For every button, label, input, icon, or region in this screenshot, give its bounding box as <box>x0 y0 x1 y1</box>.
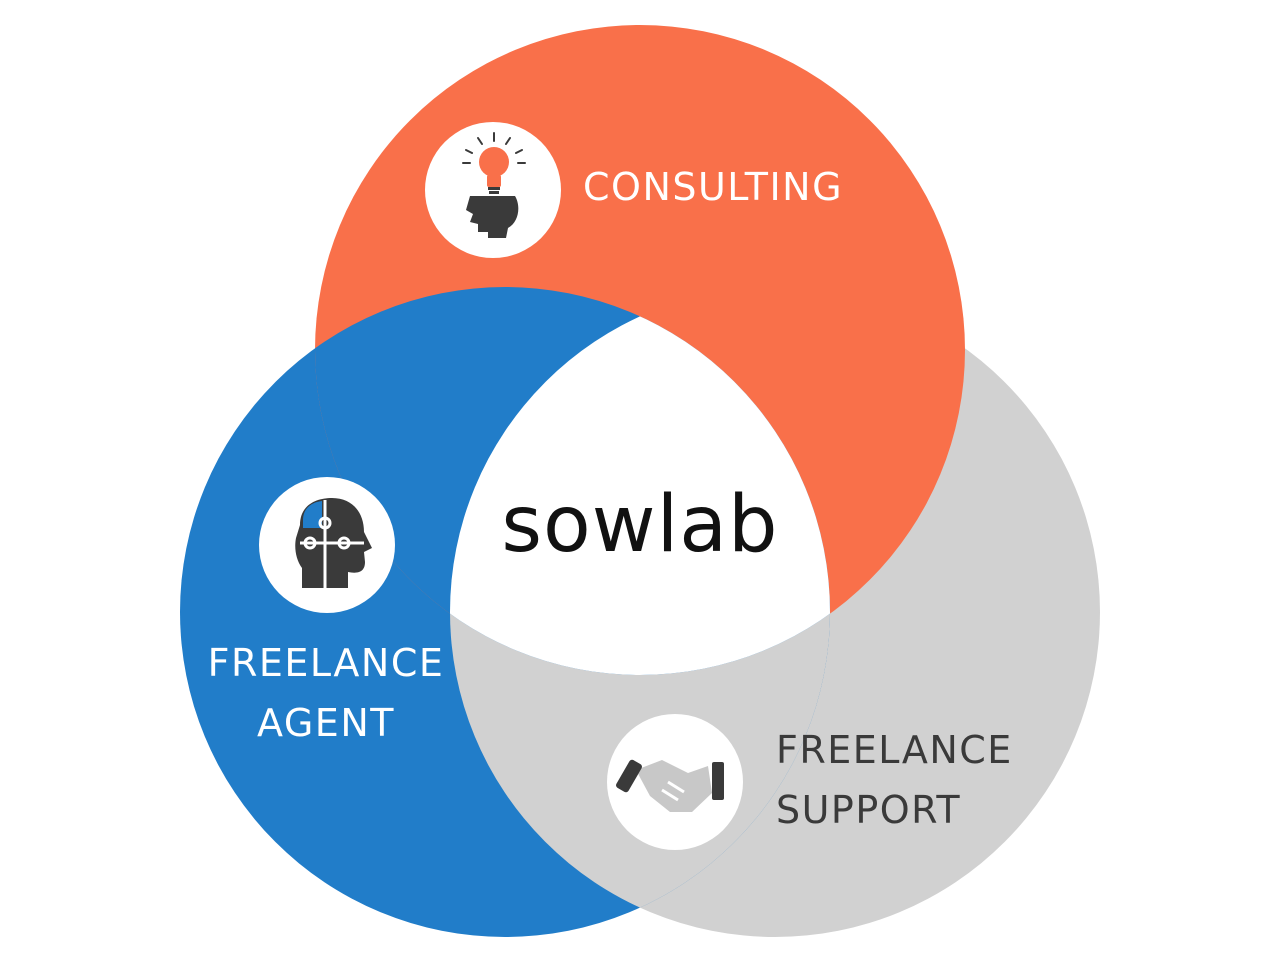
lightbulb-head-icon <box>462 132 526 238</box>
freelance-support-label: FREELANCE SUPPORT <box>776 720 1013 840</box>
consulting-label: CONSULTING <box>583 157 843 217</box>
freelance-agent-label-line-2: AGENT <box>257 701 395 745</box>
puzzle-head-icon <box>295 498 372 588</box>
freelance-support-label-line-2: SUPPORT <box>776 788 962 832</box>
brand-logo: sowlab <box>501 480 779 570</box>
handshake-icon <box>616 759 724 812</box>
consulting-label-text: CONSULTING <box>583 165 844 209</box>
freelance-agent-label: FREELANCE AGENT <box>200 633 452 753</box>
center-intersection <box>450 287 830 675</box>
freelance-agent-label-line-1: FREELANCE <box>207 641 445 685</box>
freelance-support-label-line-1: FREELANCE <box>776 728 1013 772</box>
